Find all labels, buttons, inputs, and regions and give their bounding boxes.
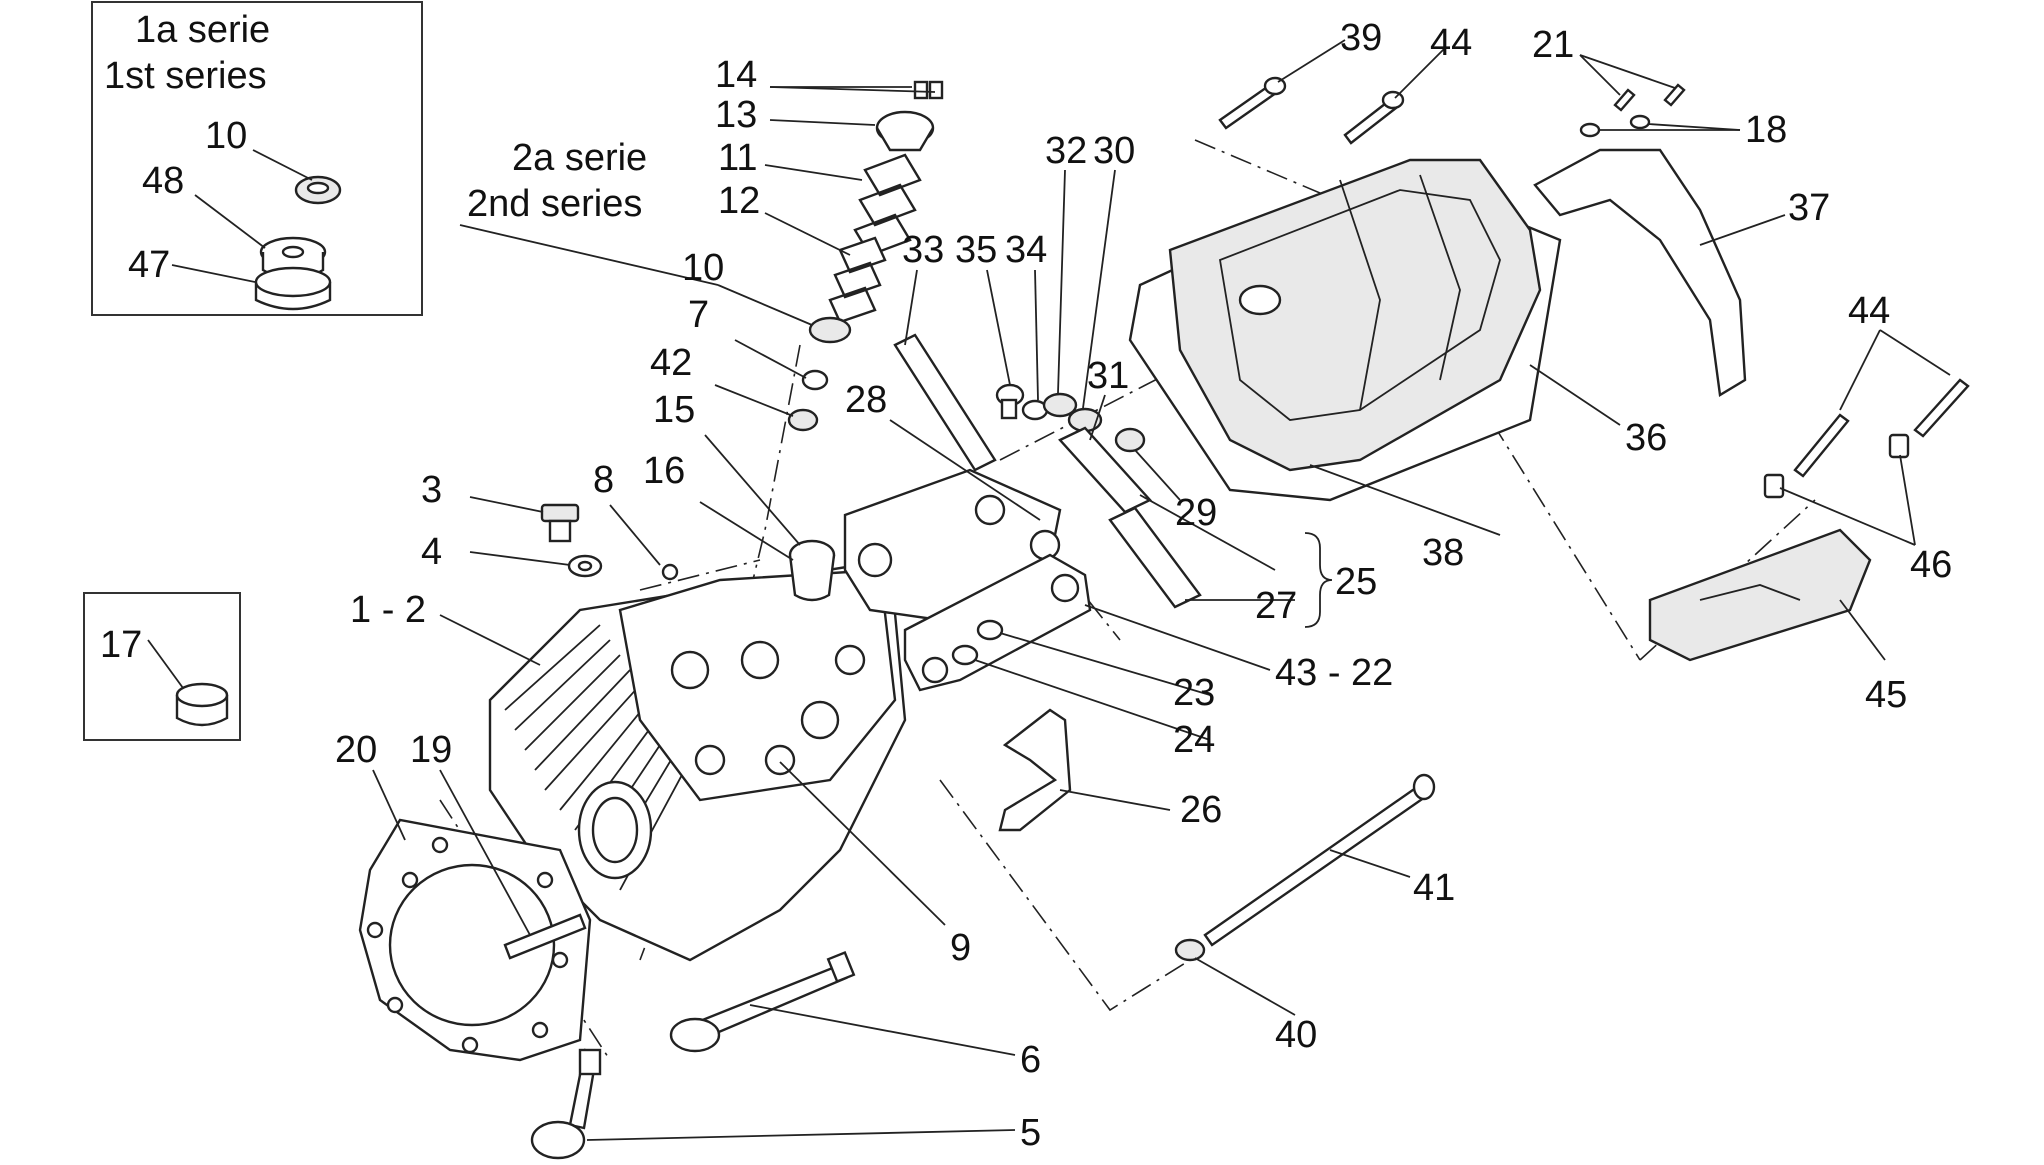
tube-27 (1108, 506, 1202, 609)
dowel-8 (661, 563, 679, 581)
valve-seal-42 (787, 408, 819, 432)
stud-19 (503, 913, 587, 960)
label-7: 7 (688, 294, 709, 336)
label-32: 32 (1045, 130, 1087, 172)
label-13: 13 (715, 94, 757, 136)
spring-cap-13 (875, 110, 935, 152)
label-35: 35 (955, 229, 997, 271)
tube-33 (893, 333, 997, 472)
part-17-inset-box (83, 592, 241, 741)
cup-47 (254, 266, 332, 311)
first-series-inset-box (91, 1, 423, 316)
label-8: 8 (593, 459, 614, 501)
label-16: 16 (643, 450, 685, 492)
label-26: 26 (1180, 789, 1222, 831)
washers-18 (1579, 114, 1651, 138)
first-series-label-it: 1a serie (135, 9, 270, 51)
label-27: 27 (1255, 585, 1297, 627)
bracket-37 (1533, 148, 1747, 397)
label-1-2: 1 - 2 (350, 589, 426, 631)
label-23: 23 (1173, 672, 1215, 714)
tappet-26 (998, 708, 1072, 832)
label-46: 46 (1910, 544, 1952, 586)
label-21: 21 (1532, 24, 1574, 66)
label-3: 3 (421, 469, 442, 511)
valve-guide-16 (788, 539, 836, 602)
oring-40 (1174, 938, 1206, 962)
plug-17 (175, 682, 229, 727)
label-43-22: 43 - 22 (1275, 652, 1393, 694)
label-5: 5 (1020, 1112, 1041, 1154)
label-12: 12 (718, 180, 760, 222)
valve-guide-seal-7 (801, 369, 829, 391)
label-11: 11 (718, 137, 757, 179)
valve-keepers-14 (913, 80, 944, 100)
seal-29 (1114, 427, 1146, 453)
label-28: 28 (845, 379, 887, 421)
label-48: 48 (142, 160, 184, 202)
washer-4 (567, 554, 603, 578)
plug-3 (540, 503, 580, 543)
bushes-46 (1763, 433, 1910, 499)
label-25: 25 (1335, 561, 1377, 603)
label-38: 38 (1422, 532, 1464, 574)
label-6: 6 (1020, 1039, 1041, 1081)
label-37: 37 (1788, 187, 1830, 229)
label-10-first: 10 (205, 115, 247, 157)
label-17: 17 (100, 624, 142, 666)
label-24: 24 (1173, 719, 1215, 761)
label-44-top: 44 (1430, 22, 1472, 64)
valve-cover-36 (1168, 158, 1542, 472)
screw-39 (1218, 76, 1287, 130)
second-series-label-it: 2a serie (512, 137, 647, 179)
first-series-label-en: 1st series (104, 55, 267, 97)
label-18: 18 (1745, 109, 1787, 151)
label-31: 31 (1087, 355, 1129, 397)
cylinder-head (488, 558, 907, 962)
label-40: 40 (1275, 1014, 1317, 1056)
label-19: 19 (410, 729, 452, 771)
screw-35 (995, 383, 1025, 420)
label-45: 45 (1865, 674, 1907, 716)
washer-24 (951, 644, 979, 666)
washer-23 (976, 619, 1004, 641)
label-20: 20 (335, 729, 377, 771)
valve-5 (530, 1048, 602, 1160)
label-41: 41 (1413, 867, 1455, 909)
leader-lines (372, 39, 1951, 1141)
label-39: 39 (1340, 17, 1382, 59)
label-47: 47 (128, 244, 170, 286)
label-30: 30 (1093, 130, 1135, 172)
label-9: 9 (950, 927, 971, 969)
seal-10-second-series (808, 316, 852, 344)
label-34: 34 (1005, 229, 1047, 271)
label-15: 15 (653, 389, 695, 431)
seal-10-first-series (294, 175, 342, 205)
screws-21 (1613, 83, 1686, 112)
label-14: 14 (715, 54, 757, 96)
side-cover-45 (1648, 528, 1872, 662)
label-4: 4 (421, 531, 442, 573)
label-44-right: 44 (1848, 290, 1890, 332)
valve-6 (669, 950, 856, 1053)
pushrod-41 (1203, 773, 1436, 947)
label-33: 33 (902, 229, 944, 271)
label-29: 29 (1175, 492, 1217, 534)
label-36: 36 (1625, 417, 1667, 459)
label-10-second: 10 (682, 247, 724, 289)
inner-spring-12 (828, 236, 887, 324)
screw-44-top (1343, 90, 1405, 145)
oring-32-30 (1042, 392, 1103, 433)
label-42: 42 (650, 342, 692, 384)
second-series-label-en: 2nd series (467, 183, 642, 225)
screws-44-right (1793, 378, 1970, 478)
